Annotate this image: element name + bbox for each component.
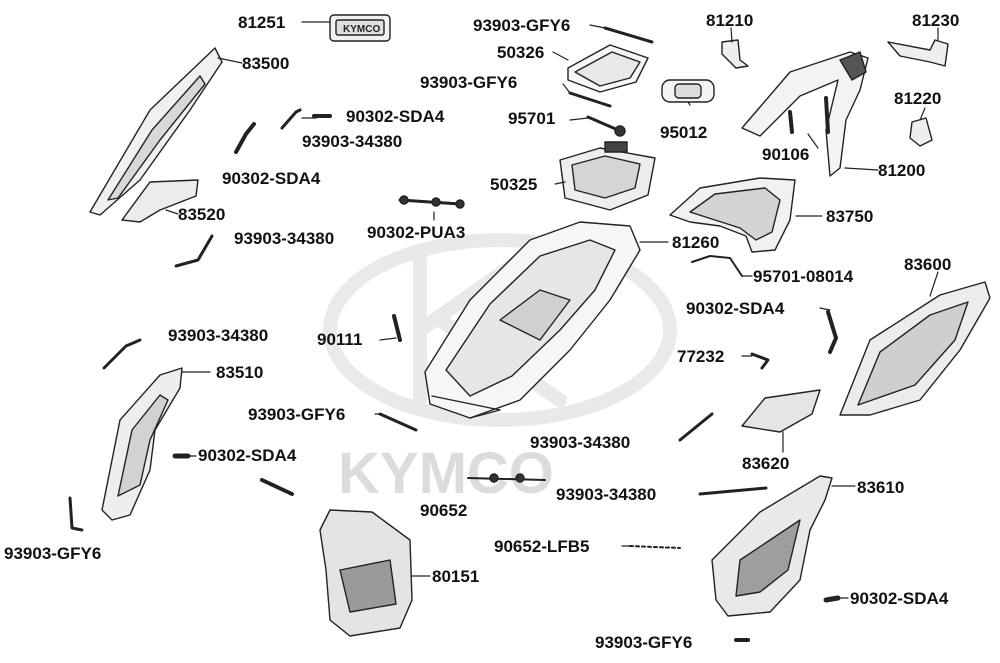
part-90652-clip [515,473,525,483]
part-90652-lfb5-wire [629,545,681,549]
part-81200-grab-rail [741,51,869,177]
part-50326-lid [567,44,649,93]
part-80151-front-cover [319,509,413,637]
label-93903-gfy6: 93903-GFY6 [4,544,102,563]
label-83750: 83750 [826,207,874,226]
part-81260-seat-tub [424,221,641,419]
screw-93903-34380-d [678,412,714,442]
part-90652-clip [489,473,499,483]
part-95701-bolt [586,115,626,137]
label-81260: 81260 [672,233,720,252]
bolt-90111 [392,314,402,342]
part-83520-panel [121,179,199,223]
label-77232: 77232 [677,347,725,366]
screw-93903-gfy6-d [378,412,418,432]
part-95012-strap [661,79,715,103]
screw-93903-34380-a [280,108,302,130]
label-93903-34380: 93903-34380 [234,229,335,248]
label-90302-sda4: 90302-SDA4 [346,107,445,126]
label-93903-gfy6: 93903-GFY6 [248,405,346,424]
screw-93903-gfy6-c [68,496,84,532]
label-83500: 83500 [242,54,290,73]
label-50326: 50326 [497,43,545,62]
label-93903-gfy6: 93903-GFY6 [420,73,518,92]
label-90302-sda4: 90302-SDA4 [850,589,949,608]
label-81230: 81230 [912,11,960,30]
badge-tag-text: KYMCO [343,24,380,35]
screw-93903-34380-e [698,486,768,496]
part-83750-inner-cover [669,177,796,253]
screw-90302-sda4-b [234,122,256,154]
label-81251: 81251 [238,13,286,32]
screw-93903-34380-c [102,338,142,370]
part-90302-pua3-clip [398,195,465,209]
label-80151: 80151 [432,567,480,586]
label-93903-34380: 93903-34380 [168,326,269,345]
part-81210-bracket [721,39,749,69]
part-83620-panel [741,389,821,433]
bolt-90106 [788,96,830,134]
label-50325: 50325 [490,175,538,194]
label-90652-lfb5: 90652-LFB5 [494,537,590,556]
label-90302-sda4: 90302-SDA4 [198,446,297,465]
label-93903-gfy6: 93903-GFY6 [473,16,571,35]
label-90302-sda4: 90302-SDA4 [222,169,321,188]
label-83610: 83610 [857,478,905,497]
bolt-93903-gfy6-a [603,26,654,44]
part-81220-bracket [909,117,933,147]
label-90106: 90106 [762,145,810,164]
part-83510-side-cover [101,367,183,521]
screw-90302-sda4-e [260,478,294,496]
label-83520: 83520 [178,205,226,224]
label-83600: 83600 [904,255,952,274]
part-83610-side-cover [711,475,833,617]
part-83500-side-cover [89,47,223,216]
label-83620: 83620 [742,454,790,473]
part-81230-bracket [887,39,949,67]
label-81210: 81210 [706,11,754,30]
leader-lines [165,21,939,599]
label-95701-08014: 95701-08014 [753,267,854,286]
screw-93903-34380-b [174,234,214,268]
label-83510: 83510 [216,363,264,382]
part-50325-battery-box [559,141,656,211]
screw-90302-sda4-c [826,310,838,354]
part-81251-badge: KYMCO [329,14,391,42]
label-90302-sda4: 90302-SDA4 [686,299,785,318]
label-93903-34380: 93903-34380 [530,433,631,452]
label-90652: 90652 [420,501,468,520]
label-93903-gfy6: 93903-GFY6 [595,633,693,652]
watermark-text: KYMCO [338,441,554,506]
label-90111: 90111 [317,330,363,349]
label-90302-pua3: 90302-PUA3 [367,223,466,242]
bolt-93903-gfy6-b [568,91,612,108]
label-81200: 81200 [878,161,926,180]
label-93903-34380: 93903-34380 [302,132,403,151]
label-93903-34380: 93903-34380 [556,485,657,504]
part-90652-wire [467,477,546,481]
screw-90302-sda4-f [823,595,841,603]
part-77232-clip [750,352,770,370]
label-95701: 95701 [508,109,556,128]
part-83600-side-cover [839,281,991,416]
label-81220: 81220 [894,89,942,108]
part-95701-08014-wire [691,255,743,277]
label-95012: 95012 [660,123,708,142]
